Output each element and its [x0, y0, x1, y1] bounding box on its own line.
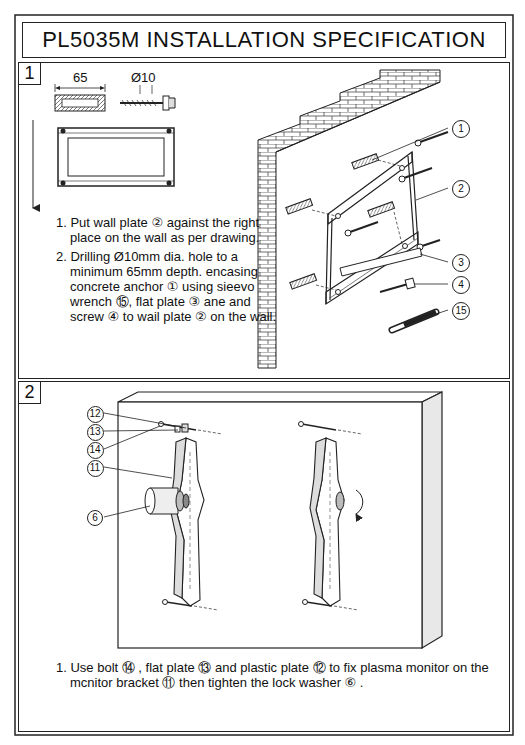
callout-number: 2 — [452, 180, 470, 198]
wall-plate-front — [58, 128, 174, 186]
callout-text: 4 — [458, 280, 464, 290]
instruction-text: 1. Use bolt ⑭ , flat plate ⑬ and plastic… — [56, 660, 495, 690]
step-panel: 2 1. Use bolt ⑭ , flat plate ⑬ and plasti… — [18, 381, 510, 732]
instruction-text: 1. Put wall plate ② against the right pl… — [56, 215, 278, 245]
callout-number: 1 — [452, 120, 470, 138]
anchor-sketch — [55, 84, 105, 111]
callout-text: 6 — [92, 513, 98, 523]
page-frame — [15, 15, 513, 735]
callout-number: 6 — [87, 510, 103, 526]
sleeve-wrench — [392, 312, 436, 330]
sequence-arrow — [33, 120, 34, 208]
callout-number: 12 — [87, 406, 104, 423]
bolt — [159, 422, 363, 611]
callout-number: 15 — [452, 302, 470, 320]
callout-number: 14 — [87, 442, 104, 459]
leader-line — [372, 128, 448, 314]
bottom-screw — [380, 278, 415, 292]
step-panel: 1 1. Put wall plate ② against the right p… — [18, 62, 510, 379]
monitor-bracket — [170, 438, 204, 606]
step-number: 2 — [19, 382, 41, 404]
callout-number: 11 — [87, 460, 104, 477]
step-number: 1 — [19, 63, 41, 85]
callout-text: 1 — [458, 124, 464, 134]
callout-text: 2 — [458, 184, 464, 194]
brick-wall — [258, 70, 440, 368]
callout-number: 3 — [452, 254, 470, 272]
title: PL5035M INSTALLATION SPECIFICATION — [22, 22, 506, 58]
leader-line — [104, 413, 186, 517]
instruction-text: 2. Drilling Ø10mm dia. hole to a minimum… — [56, 249, 278, 324]
callout-text: 11 — [90, 463, 100, 473]
callout-text: 3 — [458, 258, 464, 268]
lock-washer — [145, 488, 363, 514]
wall-plate — [326, 152, 418, 304]
callout-text: 15 — [455, 306, 466, 316]
dimension-label: Ø10 — [130, 71, 157, 85]
callout-number: 4 — [452, 276, 470, 294]
flat-plate — [340, 248, 422, 276]
callout-text: 14 — [89, 445, 100, 455]
callout-number: 13 — [87, 424, 104, 441]
callout-text: 13 — [89, 427, 100, 437]
monitor-bracket — [310, 438, 344, 606]
screw-sketch — [120, 84, 175, 110]
callout-text: 12 — [89, 409, 100, 419]
dimension-label: 65 — [72, 71, 88, 85]
